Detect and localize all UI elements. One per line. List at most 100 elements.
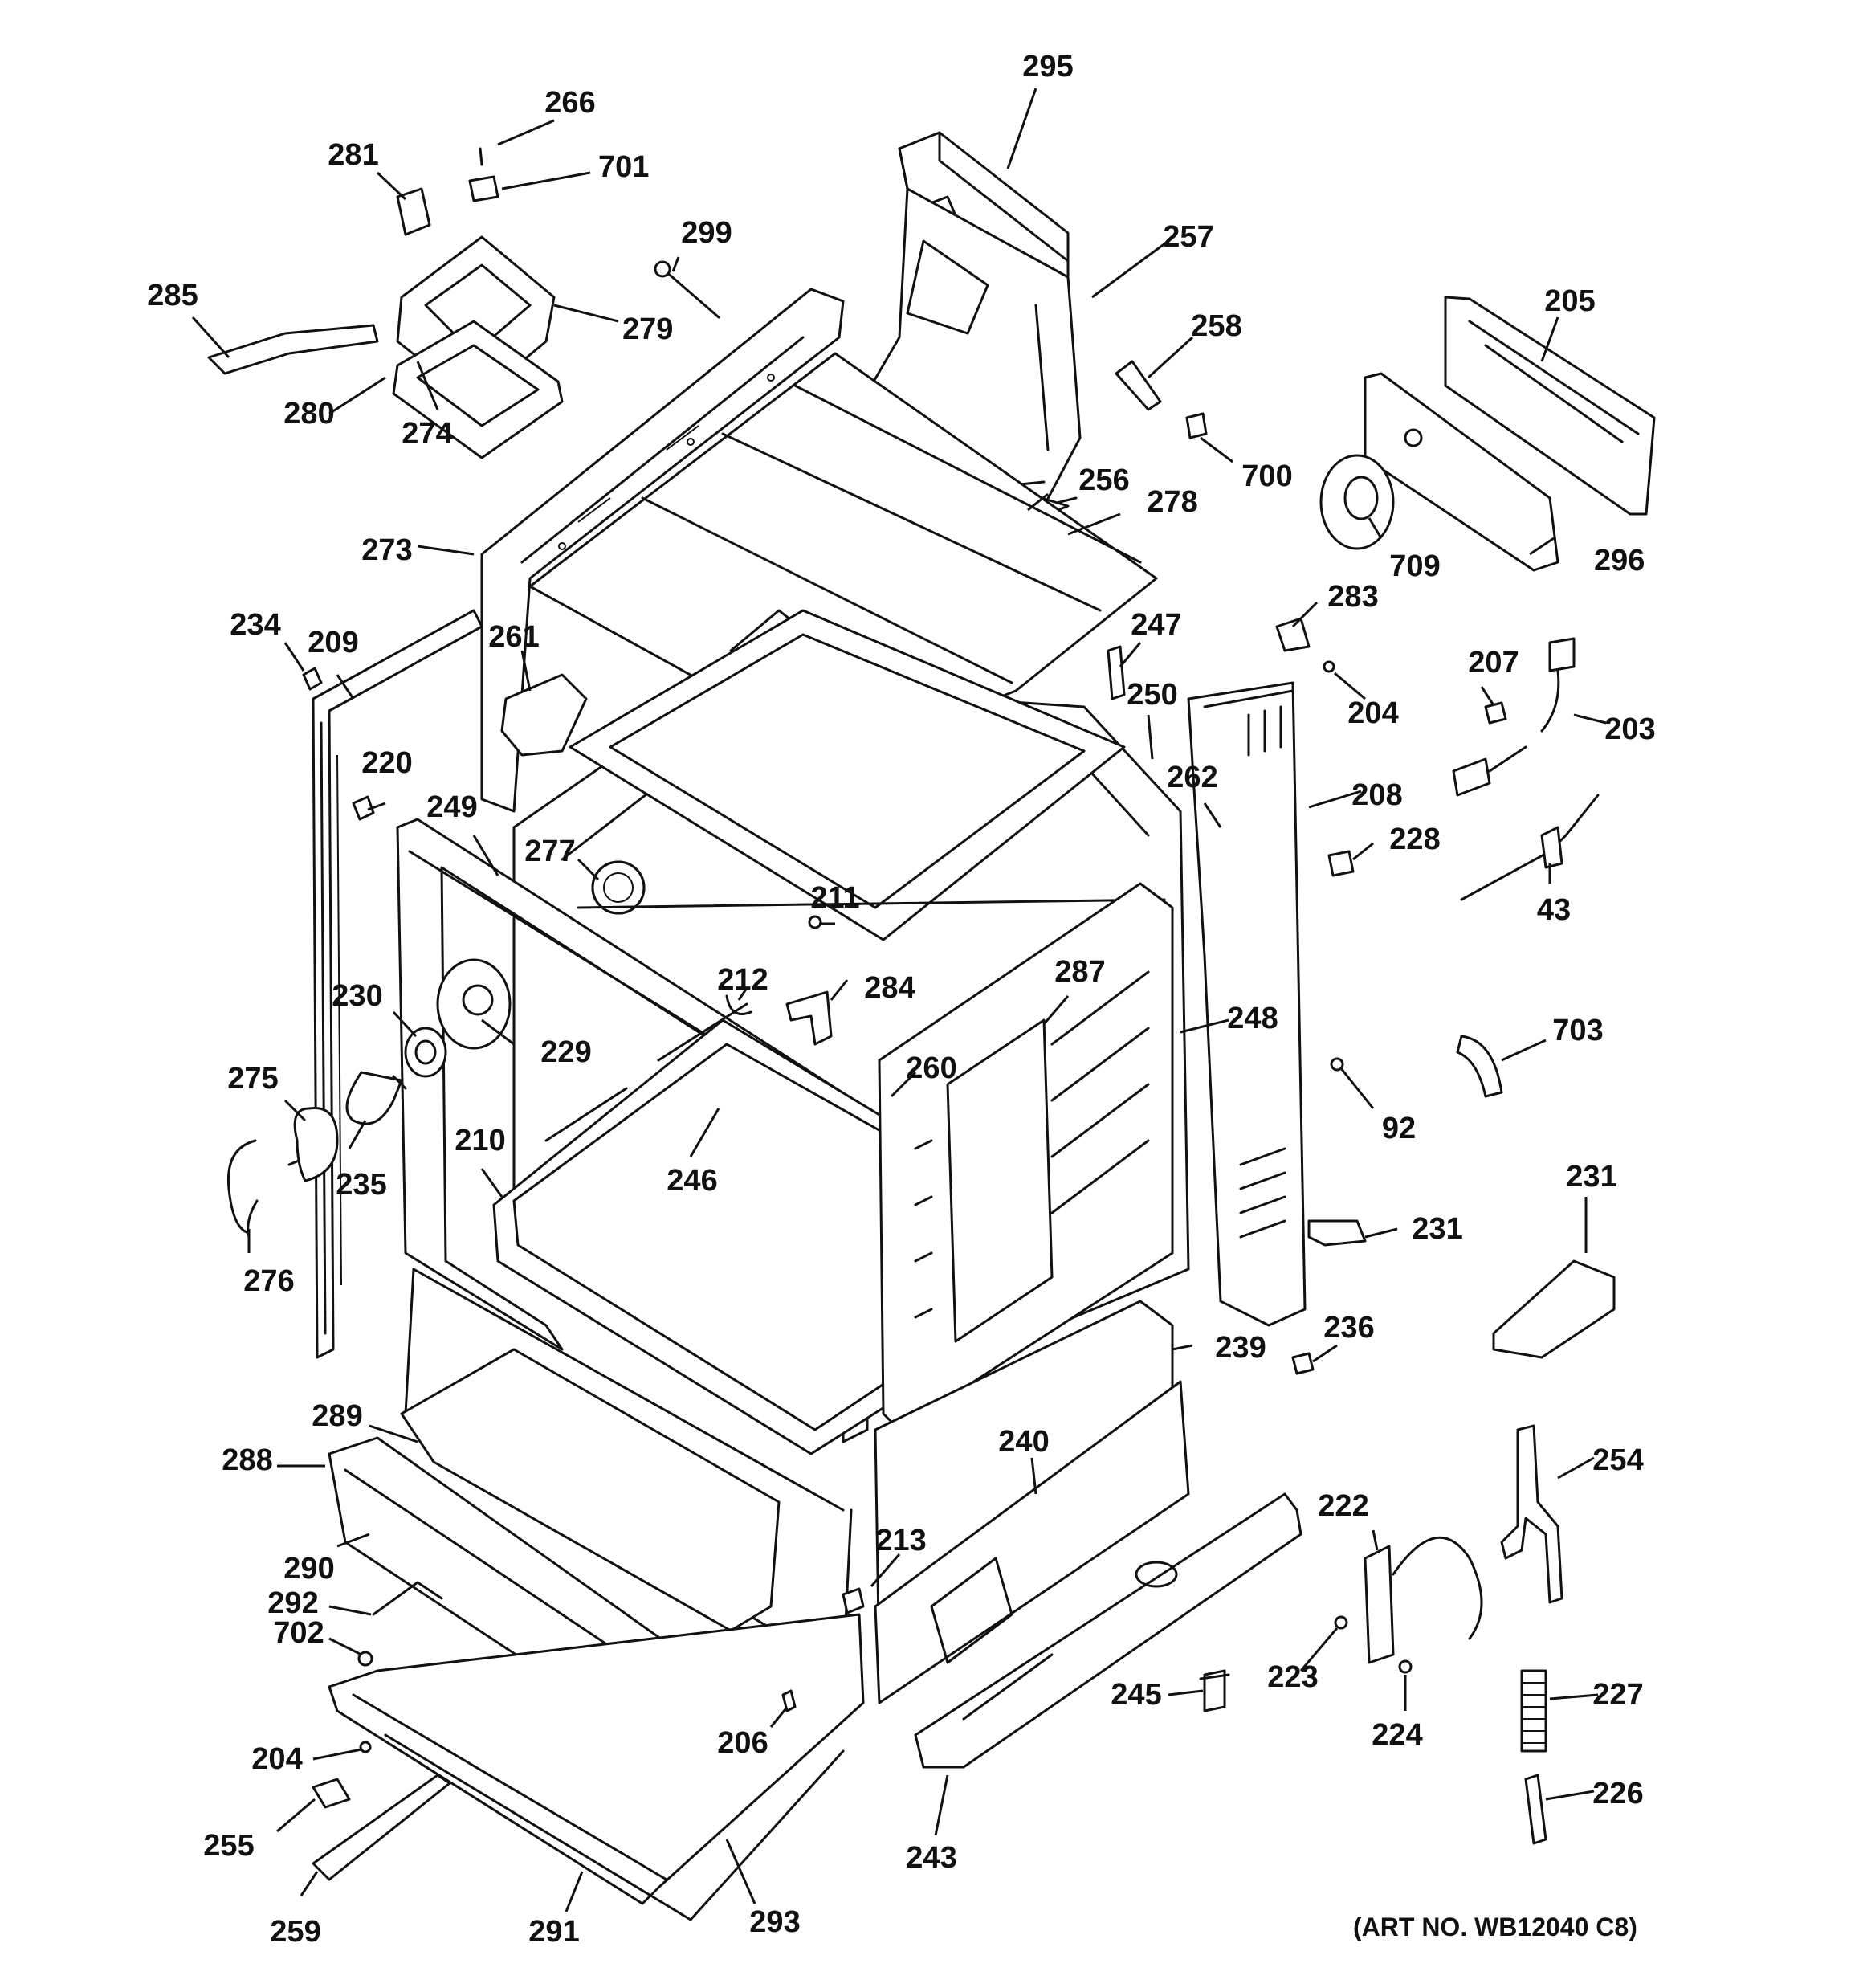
- callout-228: 228: [1389, 823, 1440, 856]
- callout-295: 295: [1022, 50, 1073, 84]
- callout-256: 256: [1078, 463, 1129, 497]
- hook-212: [725, 994, 752, 1015]
- callout-248: 248: [1227, 1002, 1278, 1035]
- screw-204a: [1323, 660, 1335, 673]
- rod-299: [654, 260, 720, 319]
- callout-43: 43: [1537, 893, 1571, 927]
- callout-273: 273: [361, 533, 412, 567]
- connector-207: [1484, 701, 1507, 725]
- nut-702: [357, 1651, 373, 1667]
- hinge-link-226: [1524, 1774, 1547, 1845]
- clip-234: [302, 667, 323, 691]
- callout-275: 275: [227, 1062, 278, 1096]
- side-trim-209: [312, 609, 483, 1359]
- bracket-255: [312, 1778, 351, 1809]
- plug: [1452, 757, 1491, 797]
- callout-212: 212: [717, 963, 768, 997]
- vent-277: [591, 860, 646, 915]
- callout-labels: 295 266 281 701 299 257 285 279 280 274 …: [147, 50, 1655, 1949]
- callout-213: 213: [875, 1524, 926, 1557]
- light-bulb-235: [345, 1071, 407, 1125]
- callout-204b: 204: [251, 1742, 302, 1776]
- callout-258: 258: [1191, 309, 1241, 343]
- callout-234: 234: [230, 608, 280, 642]
- callout-277: 277: [524, 835, 575, 868]
- callout-281: 281: [328, 138, 378, 172]
- callout-284: 284: [864, 971, 915, 1005]
- clip-213: [842, 1587, 865, 1614]
- callout-224: 224: [1372, 1718, 1422, 1752]
- back-panel-205: [1444, 296, 1656, 516]
- callout-223: 223: [1267, 1660, 1318, 1694]
- callout-709: 709: [1389, 549, 1440, 583]
- callout-292: 292: [267, 1586, 318, 1620]
- bottom-drawer-291: [328, 1613, 865, 1921]
- igniter-43: [1460, 794, 1600, 901]
- callout-257: 257: [1163, 220, 1213, 254]
- callout-220: 220: [361, 746, 412, 780]
- callout-239: 239: [1215, 1331, 1266, 1365]
- bracket-258: [1115, 360, 1162, 411]
- callout-222: 222: [1318, 1489, 1368, 1523]
- bracket-254: [1500, 1424, 1563, 1604]
- callout-206: 206: [717, 1726, 768, 1760]
- plate-701: [468, 175, 499, 202]
- callout-287: 287: [1054, 955, 1105, 989]
- callout-203: 203: [1604, 712, 1655, 746]
- shield-703: [1456, 1035, 1503, 1098]
- insulation-261: [500, 673, 588, 757]
- bracket-231b: [1492, 1259, 1616, 1359]
- top-panel-273: [480, 288, 845, 813]
- callout-246: 246: [667, 1164, 717, 1198]
- screw-236: [1291, 1352, 1315, 1375]
- screw-266: [479, 147, 483, 166]
- callout-283: 283: [1327, 580, 1378, 614]
- callout-266: 266: [544, 86, 595, 120]
- spring-227: [1520, 1669, 1547, 1753]
- callout-205: 205: [1544, 284, 1595, 318]
- leader-lines: [191, 88, 1607, 1912]
- lower-panel-289: [400, 1348, 781, 1632]
- callout-702: 702: [273, 1616, 324, 1650]
- light-socket-230: [404, 1027, 447, 1078]
- callout-229: 229: [540, 1035, 591, 1069]
- callout-288: 288: [222, 1443, 272, 1477]
- callout-236: 236: [1323, 1311, 1374, 1345]
- callout-243: 243: [906, 1841, 956, 1875]
- screw-224: [1398, 1659, 1413, 1674]
- clip-220: [352, 795, 375, 821]
- burner-ring-709: [1319, 454, 1395, 550]
- callout-209: 209: [308, 626, 358, 659]
- callout-247: 247: [1131, 608, 1181, 642]
- callout-260: 260: [906, 1051, 956, 1085]
- callout-230: 230: [332, 979, 382, 1013]
- callout-210: 210: [455, 1124, 505, 1157]
- callout-259: 259: [270, 1915, 320, 1949]
- arm-285: [207, 324, 379, 375]
- callout-279: 279: [622, 312, 673, 346]
- callout-274: 274: [402, 417, 452, 451]
- screw-204b: [359, 1741, 372, 1753]
- callout-296: 296: [1594, 544, 1645, 578]
- burner-243: [914, 1492, 1302, 1769]
- callout-208: 208: [1351, 778, 1402, 812]
- callout-280: 280: [283, 397, 334, 431]
- callout-701: 701: [598, 150, 649, 184]
- callout-703: 703: [1552, 1014, 1603, 1047]
- lens-cover-275: [287, 1107, 339, 1182]
- control-box-279: [392, 235, 564, 459]
- bracket-283: [1275, 617, 1311, 652]
- part-drawings: [207, 131, 1656, 1921]
- callout-293: 293: [749, 1905, 800, 1939]
- clip-700: [1185, 412, 1208, 439]
- callout-254: 254: [1592, 1443, 1643, 1477]
- bracket-284: [785, 990, 833, 1046]
- callout-204a: 204: [1347, 696, 1398, 730]
- callout-207: 207: [1468, 646, 1519, 680]
- callout-278: 278: [1147, 485, 1197, 519]
- screw-211: [808, 915, 822, 929]
- callout-231a: 231: [1412, 1212, 1462, 1246]
- callout-227: 227: [1592, 1678, 1643, 1712]
- strip-247: [1107, 645, 1126, 700]
